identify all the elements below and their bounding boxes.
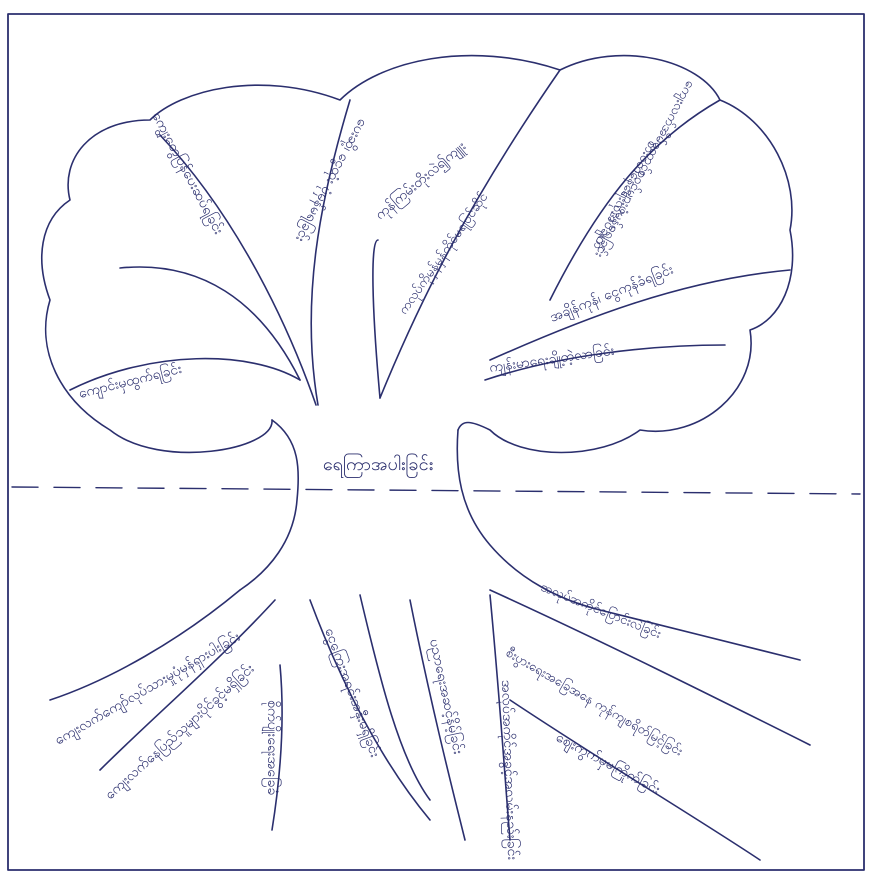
crown-label-4: ကလုပ်ကိုမှန်မှန်ကိုင်မရပြင်ဆိုင်: [394, 188, 493, 318]
paper-frame: [8, 14, 864, 870]
crown-branch-3: [373, 240, 380, 398]
root-line-5: [360, 595, 430, 800]
trunk-right-edge: [457, 430, 600, 610]
root-label-2: ကျေးလက်နေပြည်သူများပိုင်ခွင့်မရှိခြင်း: [101, 660, 259, 805]
root-label-8: စီးပွားရေးအခြေအနေ ကုန်ကျစရိတ်မြင့်ခြင်း: [502, 644, 686, 761]
crown-branch-4: [380, 70, 560, 398]
root-line-2: [100, 600, 275, 770]
root-label-4: ငွေကြေးအရင်းအနှီးမရှိခြင်း: [319, 626, 384, 761]
root-label-3: စိုက်ပျိုးရေးအခြေခံ: [262, 700, 281, 795]
trunk-left-edge: [240, 420, 298, 590]
root-label-6: အလုပ်အကိုင်အခွင့်အလမ်းနည်းခြင်း: [496, 680, 521, 861]
crown-label-1: ကျွေးတွေပြန်ပေးဆပ်ရခြင်း: [146, 109, 228, 239]
crown-branch-5: [120, 267, 300, 380]
trunk-label: ရေကြာအပါးခြင်း: [323, 453, 433, 478]
crown-label-7: အချိန်ကုန်၊ ငွေကုန်ခံရခြင်း: [547, 260, 677, 327]
crown-label-8: ကျန်းမာရေးချို့တဲ့လာခြင်း: [488, 342, 616, 378]
ground-divider-line: [12, 487, 860, 494]
crown-label-3: ကုန်ကြမ်းတိုးလဲ၍ကျူး: [372, 137, 471, 224]
crown-label-9: ကျောင်းမှထွက်ရခြင်း: [77, 360, 184, 404]
crown-label-2: ပေးဆို့၊ ငွေထုံး ပုံမှန်မရခြင်း: [290, 115, 371, 245]
root-label-9: အလုပ်အကိုင်ပြောင်းလဲခြင်း: [538, 578, 664, 644]
crown-label-6: စားဝတ်နေရေးလိုအပ်ချက်: [588, 137, 661, 253]
